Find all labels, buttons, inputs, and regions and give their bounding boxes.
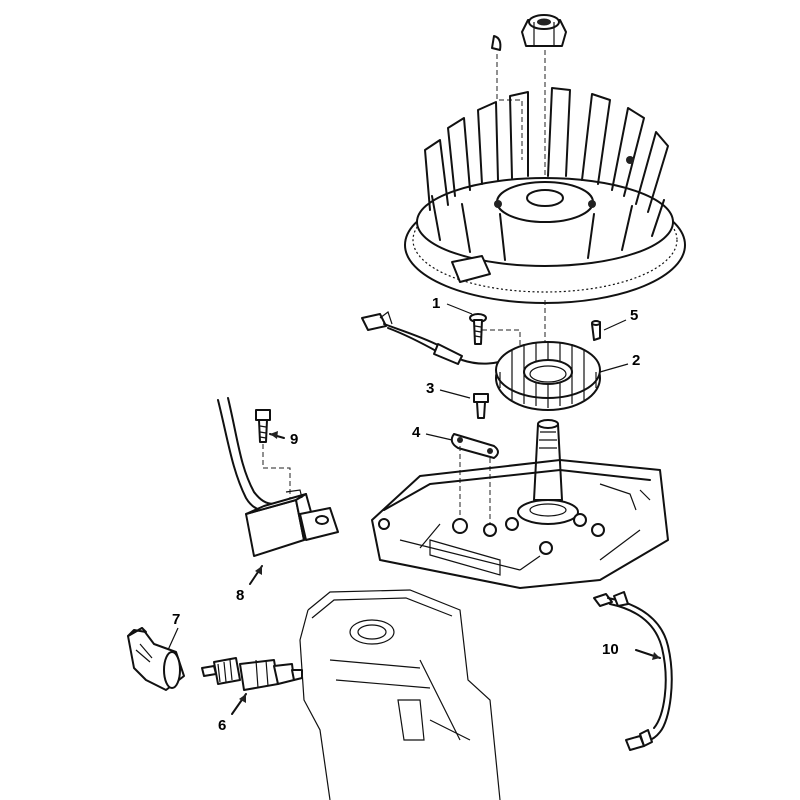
- bolt-part-3: [473, 393, 489, 419]
- stator-part-2: [495, 341, 601, 411]
- callout-6: 6: [218, 717, 226, 734]
- callout-7: 7: [172, 611, 180, 628]
- callout-9: 9: [290, 431, 298, 448]
- flywheel-nut: [521, 14, 567, 47]
- dowel-pin-part-5: [591, 320, 601, 341]
- screw-part-1: [469, 313, 487, 345]
- spark-plug-part-6: [201, 657, 303, 691]
- callout-4: 4: [412, 424, 421, 441]
- callout-1: 1: [432, 295, 440, 312]
- callout-5: 5: [630, 307, 638, 324]
- leader-4: [425, 433, 453, 441]
- leader-5: [603, 319, 627, 331]
- wire-harness-part-10: [593, 591, 673, 751]
- bracket-plate-part-4: [450, 433, 499, 459]
- bolt-part-9: [255, 409, 271, 443]
- engine-block: [371, 459, 669, 589]
- flywheel: [404, 87, 686, 304]
- callout-8: 8: [236, 587, 244, 604]
- leader-3: [439, 389, 471, 399]
- leader-2: [599, 363, 629, 373]
- flywheel-key: [491, 35, 502, 51]
- crankcase-cover: [299, 589, 501, 800]
- callout-3: 3: [426, 380, 434, 397]
- leader-7: [167, 627, 179, 651]
- ignition-coil-part-8: [217, 397, 339, 557]
- leader-1: [446, 303, 473, 315]
- stator-connector: [361, 311, 511, 365]
- callout-10: 10: [602, 641, 619, 658]
- callout-2: 2: [632, 352, 640, 369]
- spark-plug-boot-part-7: [127, 627, 185, 691]
